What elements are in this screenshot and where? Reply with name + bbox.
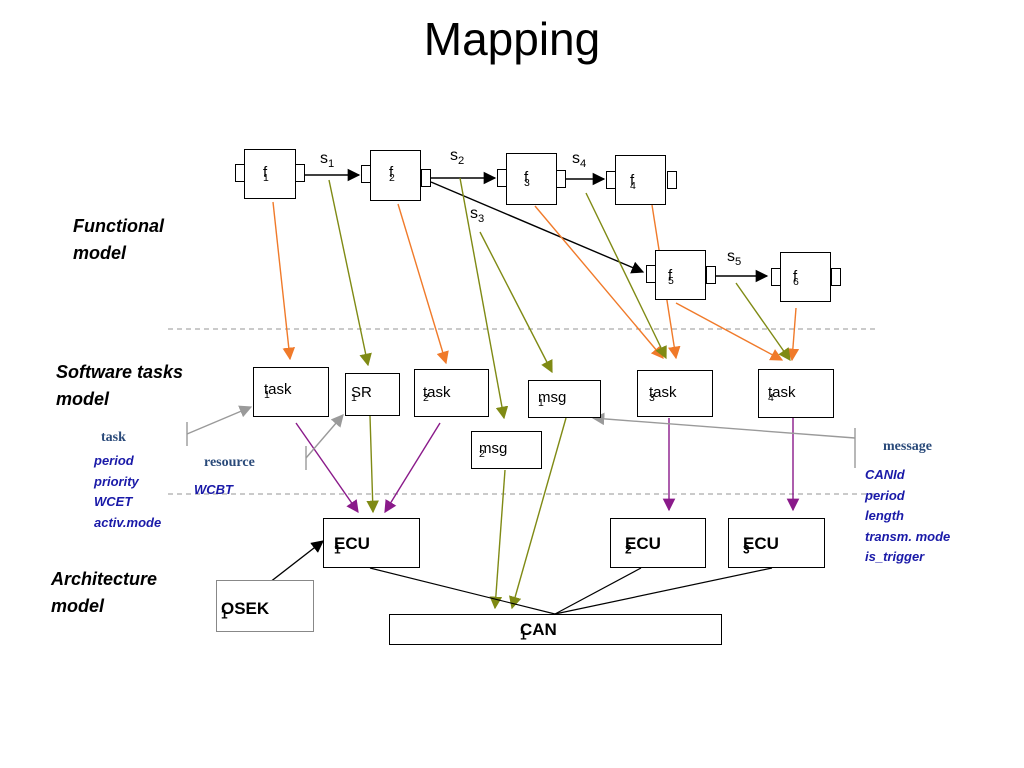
signal-label-s5: s5 [727,248,742,269]
ecu3-can-link [554,567,773,615]
map-s1-sr1 [328,179,372,367]
signal-label-s4: s4 [572,150,587,171]
f5-input-port [646,265,656,283]
map-msg2-can1 [489,469,506,610]
page-title: Mapping [423,13,601,65]
functional-label-line2: model [73,243,127,263]
map-f3-task3 [534,205,664,359]
ecu2-can-link [554,567,642,615]
map-s4-task3 [585,192,667,360]
message-attr-item: CANId [865,467,905,482]
f6-input-port [771,268,781,286]
f4-output-port [667,171,677,189]
map-task1-ecu1 [295,422,359,514]
resource-attr-item: WCBT [194,482,233,497]
map-sr1-ecu1 [366,415,379,514]
flow-s3 [430,181,645,274]
message-attributes-list: CANId period length transm. mode is_trig… [865,465,950,568]
f3-output-port [556,170,566,188]
functional-model-label: Functional model [73,213,164,267]
f1-input-port [235,164,245,182]
message-attr-item: length [865,508,904,523]
ecu1-can-link [369,567,556,615]
task-attr-item: WCET [94,494,133,509]
f1-output-port [295,164,305,182]
resource-attributes-list: WCBT [194,480,233,501]
map-s5-task4 [735,282,791,362]
map-s2-msg2 [459,177,509,420]
map-task2-ecu1 [384,422,441,514]
message-attr-item: transm. mode [865,528,951,544]
message-attributes-header: message [883,439,932,454]
f2-output-port [421,169,431,187]
map-f5-task4 [675,302,784,361]
f6-output-port [831,268,841,286]
osek-to-ecu1 [264,540,324,587]
message-attr-item: is_trigger [865,549,925,564]
signal-label-s1: s1 [320,150,335,171]
software-model-label: Software tasks model [56,359,183,413]
f4-input-port [606,171,616,189]
task-attr-item: priority [94,473,139,489]
software-label-line2: model [56,389,110,409]
task-attributes-list: period priority WCET activ.mode [94,451,161,533]
task-attr-item: period [94,453,134,468]
resource-attr-pointer [305,414,344,459]
signal-label-s2: s2 [450,147,465,168]
resource-attributes-header: resource [204,455,255,470]
architecture-label-line1: Architecture [51,569,158,589]
software-label-line1: Software tasks [56,362,184,382]
map-msg1-can1 [509,417,567,610]
task-attr-item: activ.mode [94,514,162,530]
signal-label-s3: s3 [470,205,485,226]
message-attr-item: period [865,487,905,503]
architecture-label-line2: model [51,596,105,616]
map-f2-task2 [397,203,449,365]
message-attr-pointer [591,412,856,439]
f5-output-port [706,266,716,284]
task-attributes-header: task [101,430,126,445]
functional-label-line1: Functional [73,216,164,236]
task-attr-pointer [186,405,253,435]
map-f1-task1 [272,201,296,361]
f2-input-port [361,165,371,183]
architecture-model-label: Architecture model [51,566,157,620]
f3-input-port [497,169,507,187]
map-f6-task4 [786,307,800,362]
map-s3-msg1 [479,231,553,374]
